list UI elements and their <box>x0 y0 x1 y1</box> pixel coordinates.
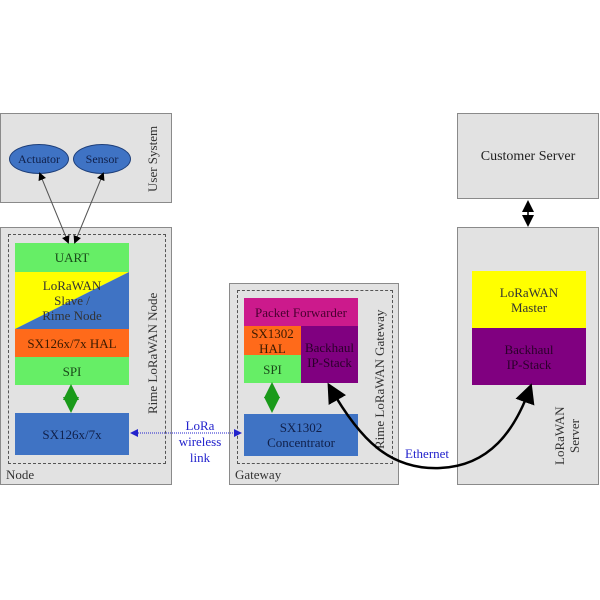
actuator-label: Actuator <box>18 151 60 166</box>
gateway-backhaul-layer: Backhaul IP-Stack <box>301 326 358 383</box>
node-box: UART LoRaWAN Slave / Rime Node SX126x/7x… <box>0 227 172 485</box>
concentrator-label-1: SX1302 <box>279 420 323 435</box>
lorawan-server-box: LoRaWAN Master Backhaul IP-Stack LoRaWAN… <box>457 227 599 485</box>
actuator-node: Actuator <box>9 144 69 174</box>
gateway-backhaul-label-1: Backhaul <box>304 339 355 355</box>
gateway-label: Gateway <box>235 467 282 482</box>
packet-forwarder-label: Packet Forwarder <box>254 304 348 320</box>
server-backhaul-label-2: IP-Stack <box>506 356 552 372</box>
gateway-hal-label-2: HAL <box>259 340 286 356</box>
customer-server-label: Customer Server <box>480 148 576 164</box>
gateway-spi-label: SPI <box>263 361 282 377</box>
gateway-backhaul-label-2: IP-Stack <box>307 354 352 370</box>
uart-label: UART <box>54 250 90 265</box>
server-backhaul-layer: Backhaul IP-Stack <box>472 328 586 385</box>
sensor-node: Sensor <box>73 144 131 174</box>
ethernet-label: Ethernet <box>405 446 450 461</box>
spi-layer: SPI <box>15 357 129 385</box>
customer-server-box: Customer Server <box>457 113 599 199</box>
link-line-2: wireless <box>178 434 222 449</box>
gateway-spi-layer: SPI <box>244 355 301 383</box>
link-line-3: link <box>189 450 211 465</box>
gateway-hal-layer: SX1302 HAL <box>244 325 301 356</box>
packet-forwarder-layer: Packet Forwarder <box>244 298 358 326</box>
concentrator-chip: SX1302 Concentrator <box>244 414 358 456</box>
radio-chip: SX126x/7x <box>15 413 129 455</box>
lora-link-label: LoRa wireless link <box>172 418 228 466</box>
slave-label-2: Slave / <box>54 293 90 308</box>
sensor-arrow <box>73 172 105 244</box>
master-label-2: Master <box>510 299 548 315</box>
sensor-label: Sensor <box>85 151 119 166</box>
hal-layer: SX126x/7x HAL <box>15 329 129 357</box>
gateway-hal-label-1: SX1302 <box>251 325 294 341</box>
master-label-1: LoRaWAN <box>499 284 559 300</box>
server-backhaul-label-1: Backhaul <box>504 341 554 357</box>
slave-label-1: LoRaWAN <box>42 278 102 293</box>
node-label: Node <box>6 467 35 482</box>
radio-label: SX126x/7x <box>42 426 102 442</box>
slave-background <box>15 272 129 329</box>
actuator-arrow <box>38 172 70 244</box>
spi-label: SPI <box>62 363 82 379</box>
slave-label-3: Rime Node <box>42 308 102 323</box>
hal-label: SX126x/7x HAL <box>27 335 117 351</box>
rime-lorawan-gateway-box <box>237 290 393 464</box>
lorawan-slave-layer: LoRaWAN Slave / Rime Node <box>15 272 129 329</box>
ethernet-arrow <box>327 382 535 470</box>
uart-layer: UART <box>15 243 129 272</box>
lorawan-master-layer: LoRaWAN Master <box>472 271 586 328</box>
concentrator-label-2: Concentrator <box>267 435 335 450</box>
